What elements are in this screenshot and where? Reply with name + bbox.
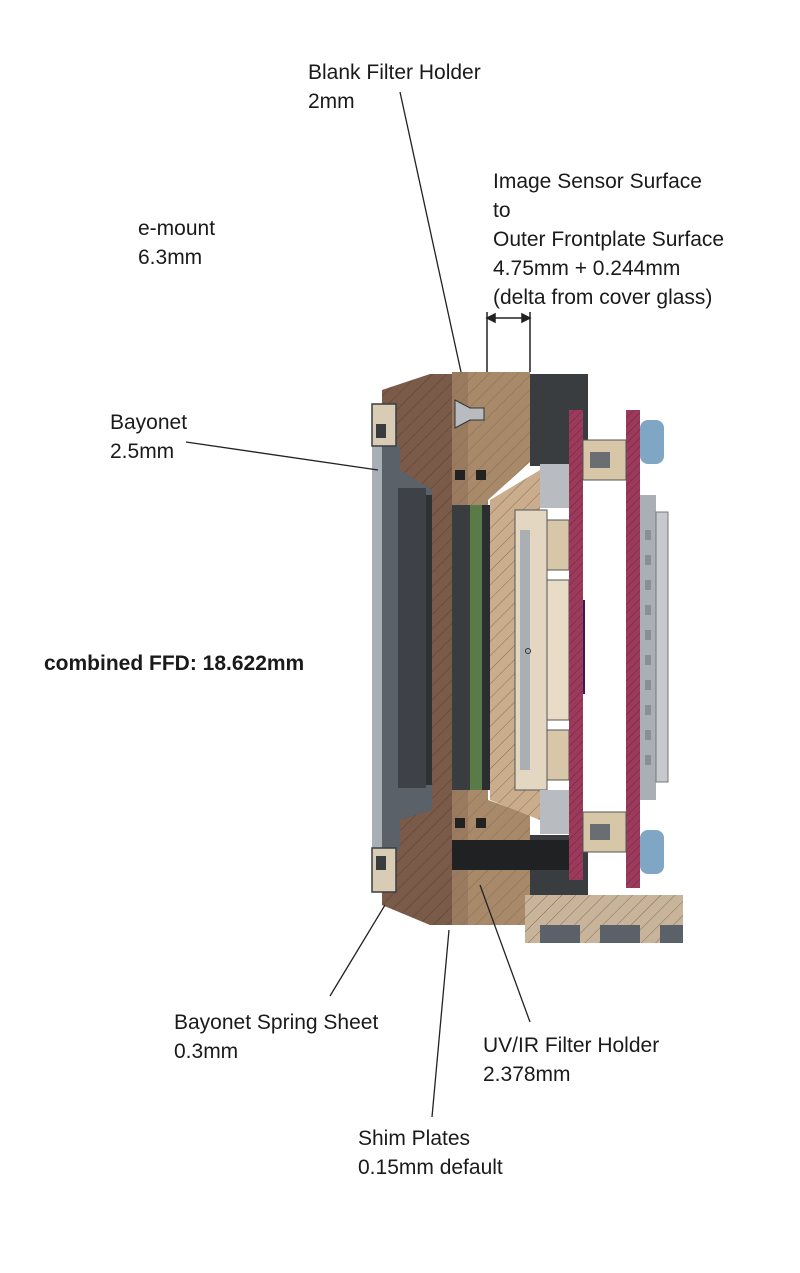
spacer-top — [582, 439, 627, 481]
back-connector — [640, 495, 669, 800]
uvir-filter-holder-label: UV/IR Filter Holder 2.378mm — [483, 1031, 659, 1089]
bayonet-spring-sheet-value: 0.3mm — [174, 1040, 239, 1063]
uvir-filter-holder-value: 2.378mm — [483, 1063, 571, 1086]
bayonet-label: Bayonet 2.5mm — [110, 408, 187, 466]
image-sensor-line1: Image Sensor Surface — [493, 170, 702, 193]
bayonet-spring-sheet-name: Bayonet Spring Sheet — [174, 1011, 379, 1034]
blank-filter-holder-label: Blank Filter Holder 2mm — [308, 58, 481, 116]
bayonet-screw-bottom — [371, 847, 397, 893]
blank-filter-holder-name: Blank Filter Holder — [308, 61, 481, 84]
shim-plates-value: 0.15mm default — [358, 1156, 503, 1179]
leader-bayonet-spring-sheet — [329, 904, 386, 997]
combined-ffd-label: combined FFD: 18.622mm — [44, 652, 305, 675]
leader-bayonet — [185, 441, 379, 471]
emount-flange — [382, 374, 452, 925]
spacer-bottom — [582, 811, 627, 853]
filter-glass — [452, 505, 490, 790]
leader-uvir-filter-holder — [479, 884, 531, 1023]
standoff-bottom — [640, 830, 664, 874]
emount-label: e-mount 6.3mm — [138, 214, 215, 272]
bayonet-screw-top — [371, 403, 397, 447]
base-plate — [525, 895, 683, 943]
interface-pcb — [626, 410, 640, 888]
bayonet-value: 2.5mm — [110, 440, 175, 463]
image-sensor-line4: 4.75mm + 0.244mm — [493, 257, 681, 280]
bayonet-spring-sheet-label: Bayonet Spring Sheet 0.3mm — [174, 1008, 378, 1066]
blank-filter-holder-value: 2mm — [308, 90, 355, 113]
image-sensor-line5: (delta from cover glass) — [493, 286, 713, 309]
leader-blank-filter-holder — [399, 91, 462, 373]
image-sensor-label: Image Sensor Surface to Outer Frontplate… — [493, 167, 724, 312]
shim-plates-name: Shim Plates — [358, 1127, 471, 1150]
image-sensor-line2: to — [493, 199, 511, 222]
image-sensor-line3: Outer Frontplate Surface — [493, 228, 725, 251]
dimension-marker — [485, 312, 532, 372]
emount-name: e-mount — [138, 217, 216, 240]
sensor-pcb — [569, 410, 583, 880]
standoff-top — [640, 420, 664, 464]
bayonet-name: Bayonet — [110, 411, 188, 434]
leader-lines — [185, 91, 531, 1118]
sensor-frame — [514, 509, 548, 791]
shim-plates-label: Shim Plates 0.15mm default — [358, 1124, 503, 1182]
uvir-filter-holder-name: UV/IR Filter Holder — [483, 1034, 660, 1057]
emount-value: 6.3mm — [138, 246, 203, 269]
leader-shim-plates — [431, 929, 450, 1118]
holder-screw — [454, 399, 485, 429]
